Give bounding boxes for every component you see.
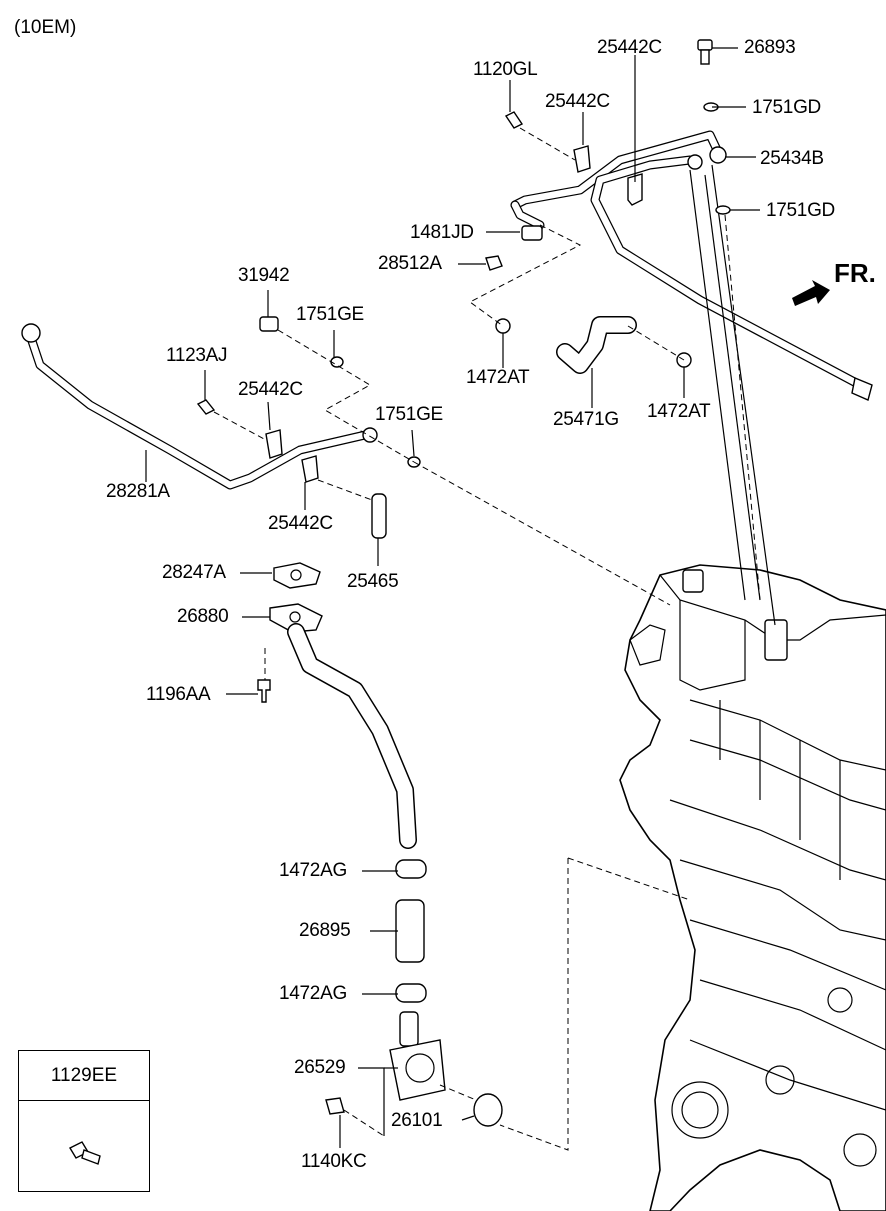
- label-1140kc: 1140KC: [301, 1151, 367, 1172]
- label-1196aa: 1196AA: [146, 684, 211, 705]
- bracket-25442c-low: [301, 455, 319, 483]
- leader-lines: [145, 47, 761, 1151]
- label-1751ge-b: 1751GE: [375, 404, 443, 425]
- bolt-1120gl: [504, 111, 524, 129]
- bolt-1123aj: [196, 399, 216, 415]
- bracket-25442c-top: [627, 173, 643, 206]
- fitting-31942: [259, 316, 279, 332]
- label-25442c-top: 25442C: [597, 37, 662, 58]
- label-26893: 26893: [744, 37, 796, 58]
- oring-26101: [473, 1093, 503, 1127]
- label-25442c-low: 25442C: [268, 513, 333, 534]
- label-28512a: 28512A: [378, 253, 442, 274]
- label-1751gd-b: 1751GD: [766, 200, 835, 221]
- bracket-25442c-left: [265, 429, 283, 459]
- clamp-1472ag-bot: [395, 983, 427, 1003]
- top-pipe-assembly: [510, 130, 873, 626]
- label-1472ag-bot: 1472AG: [279, 983, 347, 1004]
- bolt-1140kc: [325, 1097, 345, 1115]
- bolt-icon: [69, 1141, 101, 1165]
- washer-1751gd-b: [715, 205, 731, 215]
- label-1472at-right: 1472AT: [647, 401, 711, 422]
- front-direction-arrow-icon: [792, 280, 830, 306]
- label-26101: 26101: [391, 1110, 443, 1131]
- bracket-25442c-mid: [573, 145, 591, 173]
- label-28247a: 28247A: [162, 562, 226, 583]
- label-1751gd-a: 1751GD: [752, 97, 821, 118]
- label-1120gl: 1120GL: [473, 59, 538, 80]
- clamp-1472at-left: [495, 318, 511, 334]
- gasket-28247a: [273, 562, 321, 589]
- label-25442c-mid: 25442C: [545, 91, 610, 112]
- label-26895: 26895: [299, 920, 351, 941]
- label-31942: 31942: [238, 265, 290, 286]
- bolt-26893: [697, 39, 713, 65]
- front-direction-label: FR.: [834, 258, 876, 288]
- label-1472ag-top: 1472AG: [279, 860, 347, 881]
- label-25471g: 25471G: [553, 409, 619, 430]
- plate-25465: [371, 493, 387, 539]
- clip-1481jd: [521, 225, 543, 241]
- label-1123aj: 1123AJ: [166, 345, 228, 366]
- hose-26895: [395, 899, 425, 963]
- engine-block: [619, 564, 886, 1211]
- bolt-28512a: [485, 255, 503, 271]
- label-26529: 26529: [294, 1057, 346, 1078]
- washer-1751ge-a: [330, 356, 344, 368]
- hose-25471g: [556, 316, 637, 374]
- label-1751ge-a: 1751GE: [296, 304, 364, 325]
- clamp-1472ag-top: [395, 859, 427, 879]
- pipe-26880: [269, 603, 417, 849]
- legend-code: 1129EE: [19, 1051, 149, 1101]
- label-28281a: 28281A: [106, 481, 170, 502]
- label-25465: 25465: [347, 571, 399, 592]
- legend-box: 1129EE: [18, 1050, 150, 1192]
- label-1472at-left: 1472AT: [466, 367, 530, 388]
- label-25434b: 25434B: [760, 148, 824, 169]
- model-header: (10EM): [14, 17, 77, 38]
- label-25442c-left: 25442C: [238, 379, 303, 400]
- bolt-1196aa: [257, 679, 271, 703]
- label-1481jd: 1481JD: [410, 222, 474, 243]
- fitting-26529: [389, 1011, 446, 1101]
- pipe-28281a: [21, 323, 378, 490]
- label-26880: 26880: [177, 606, 229, 627]
